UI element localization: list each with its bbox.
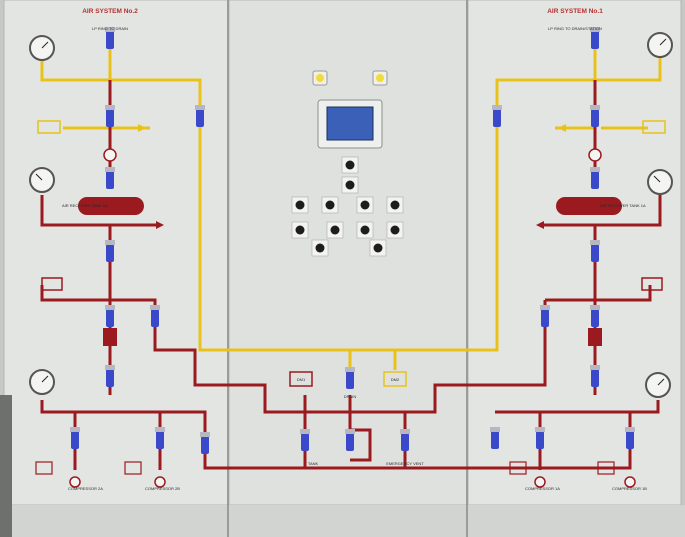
valve-actuator[interactable]: [150, 305, 160, 327]
valve-actuator[interactable]: [490, 427, 500, 449]
center-drain-label: DRAIN: [344, 394, 357, 399]
valve-actuator[interactable]: [590, 305, 600, 327]
selector-switch[interactable]: [291, 221, 309, 239]
strainer-right: [588, 328, 602, 346]
dm2-label: DM2: [391, 377, 400, 382]
left-title: AIR SYSTEM No.2: [82, 8, 138, 15]
left-receiver-label: AIR RECEIVER TANK 2A: [62, 203, 108, 208]
valve-actuator[interactable]: [345, 367, 355, 389]
compressor-1b-label: COMPRESSOR 1B: [612, 486, 647, 491]
valve-actuator[interactable]: [300, 429, 310, 451]
valve-actuator[interactable]: [70, 427, 80, 449]
lamp-icon: [376, 74, 384, 82]
compressor-icon: [534, 476, 546, 488]
pressure-switch-box: [124, 461, 142, 475]
relief-valve-icon: [558, 124, 566, 132]
right-receiver-label: AIR RECEIVER TANK 1A: [600, 203, 646, 208]
selector-switch[interactable]: [341, 176, 359, 194]
valve-actuator[interactable]: [105, 240, 115, 262]
right-panel: [467, 0, 682, 506]
compressor-icon: [154, 476, 166, 488]
air-receiver-right: [556, 197, 622, 215]
sensor-box-left: [37, 120, 61, 134]
hmi-screen[interactable]: [326, 106, 374, 141]
compressor-icon: [624, 476, 636, 488]
pressure-gauge-icon: [647, 32, 673, 58]
check-valve-icon: [103, 148, 117, 162]
center-panel: [228, 0, 468, 506]
valve-actuator[interactable]: [105, 365, 115, 387]
left-outlet-label: LP RING TO DRAIN: [92, 26, 128, 31]
selector-switch[interactable]: [291, 196, 309, 214]
selector-switch-group: [291, 156, 404, 257]
valve-actuator[interactable]: [590, 105, 600, 127]
transmitter-box-right: [641, 277, 663, 291]
valve-actuator[interactable]: [590, 27, 600, 49]
right-title: AIR SYSTEM No.1: [547, 8, 603, 15]
corner-shadow: [0, 395, 12, 537]
valve-actuator[interactable]: [590, 240, 600, 262]
valve-actuator[interactable]: [625, 427, 635, 449]
pressure-gauge-icon: [647, 169, 673, 195]
relief-valve-icon: [536, 221, 544, 229]
pressure-gauge-icon: [645, 372, 671, 398]
valve-group: [70, 27, 635, 454]
relief-valve-icon: [156, 221, 164, 229]
selector-switch[interactable]: [311, 239, 329, 257]
dm1-label: DM1: [297, 377, 306, 382]
sensor-box-right: [642, 120, 666, 134]
valve-actuator[interactable]: [105, 27, 115, 49]
lamp-icon: [316, 74, 324, 82]
valve-actuator[interactable]: [492, 105, 502, 127]
compressor-2a-label: COMPRESSOR 2A: [68, 486, 103, 491]
tank-label: TANK: [308, 461, 319, 466]
strainer-left: [103, 328, 117, 346]
box-dm2: [383, 371, 407, 387]
selector-switch[interactable]: [356, 196, 374, 214]
pressure-switch-box: [35, 461, 53, 475]
panel-base: [0, 505, 685, 537]
selector-switch[interactable]: [356, 221, 374, 239]
valve-actuator[interactable]: [535, 427, 545, 449]
selector-switch[interactable]: [386, 196, 404, 214]
check-valve-icon: [588, 148, 602, 162]
pressure-gauge-icon: [29, 167, 55, 193]
valve-actuator[interactable]: [105, 105, 115, 127]
pressure-gauge-icon: [29, 35, 55, 61]
right-outlet-label: LP RING TO DRAIN/STATION: [548, 26, 602, 31]
left-panel: [3, 0, 229, 506]
emergency-vent-label: EMERGENCY VENT: [386, 461, 424, 466]
pressure-gauge-icon: [29, 369, 55, 395]
valve-actuator[interactable]: [200, 432, 210, 454]
transmitter-box-left: [41, 277, 63, 291]
valve-actuator[interactable]: [195, 105, 205, 127]
pressure-switch-box: [597, 461, 615, 475]
compressor-2b-label: COMPRESSOR 2B: [145, 486, 180, 491]
box-dm1: [289, 371, 313, 387]
selector-switch[interactable]: [386, 221, 404, 239]
valve-actuator[interactable]: [590, 365, 600, 387]
valve-actuator[interactable]: [590, 167, 600, 189]
pressure-switch-box: [509, 461, 527, 475]
valve-actuator[interactable]: [345, 429, 355, 451]
valve-actuator[interactable]: [540, 305, 550, 327]
compressor-1a-label: COMPRESSOR 1A: [525, 486, 560, 491]
air-receiver-left: [78, 197, 144, 215]
selector-switch[interactable]: [369, 239, 387, 257]
compressor-icon: [69, 476, 81, 488]
selector-switch[interactable]: [321, 196, 339, 214]
valve-actuator[interactable]: [155, 427, 165, 449]
valve-actuator[interactable]: [105, 167, 115, 189]
relief-valve-icon: [138, 124, 146, 132]
selector-switch[interactable]: [326, 221, 344, 239]
valve-actuator[interactable]: [400, 429, 410, 451]
valve-actuator[interactable]: [105, 305, 115, 327]
selector-switch[interactable]: [341, 156, 359, 174]
